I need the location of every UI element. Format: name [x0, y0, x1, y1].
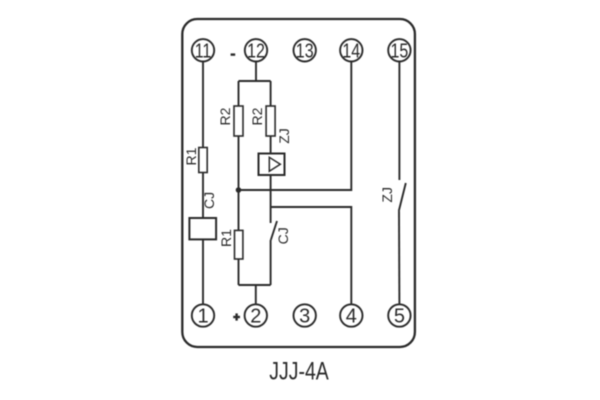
- svg-text:CJ: CJ: [201, 192, 217, 209]
- svg-text:R2: R2: [249, 107, 265, 125]
- svg-text:11: 11: [195, 40, 212, 62]
- svg-text:ZJ: ZJ: [276, 128, 292, 144]
- svg-text:ZJ: ZJ: [379, 187, 395, 203]
- svg-text:R2: R2: [217, 107, 233, 125]
- svg-text:CJ: CJ: [275, 227, 291, 244]
- svg-text:R1: R1: [218, 229, 234, 247]
- svg-text:4: 4: [346, 306, 357, 328]
- svg-text:14: 14: [342, 40, 360, 62]
- svg-text:5: 5: [394, 306, 405, 328]
- svg-text:1: 1: [197, 306, 208, 328]
- svg-text:R1: R1: [183, 147, 199, 165]
- svg-text:15: 15: [390, 40, 408, 62]
- svg-text:JJJ-4A: JJJ-4A: [269, 357, 329, 385]
- svg-text:13: 13: [296, 40, 314, 62]
- svg-text:3: 3: [299, 306, 310, 328]
- svg-text:2: 2: [250, 306, 261, 328]
- svg-text:12: 12: [247, 40, 265, 62]
